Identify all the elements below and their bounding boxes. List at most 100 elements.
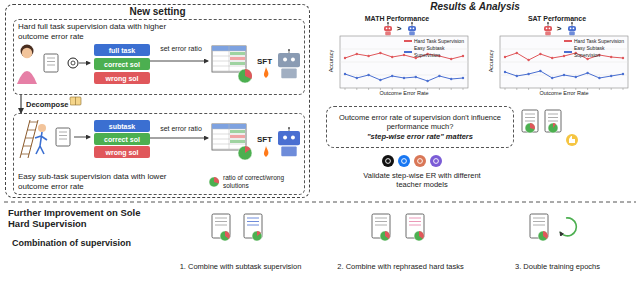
robot-icon (408, 22, 416, 35)
node-text: Easy sub-task supervision data with lowe… (18, 172, 178, 191)
data-point (403, 54, 405, 56)
label-text: set error ratio (152, 45, 210, 52)
pie-correct (252, 231, 262, 241)
data-point (367, 55, 369, 57)
robot-icon (278, 49, 300, 78)
table-col (229, 46, 230, 72)
robot-body (545, 32, 551, 36)
repeat-arrow (560, 218, 576, 236)
data-point (504, 71, 506, 73)
robot-antenna (388, 23, 389, 26)
data-point (379, 79, 381, 81)
axis-tick (427, 88, 428, 90)
document-sheet (522, 110, 538, 132)
pie-correct (380, 231, 390, 241)
data-point (356, 77, 358, 79)
data-point (462, 77, 464, 79)
document-icon (545, 110, 561, 132)
document-line (247, 225, 259, 226)
data-point (539, 53, 541, 55)
axis-tick (439, 88, 440, 90)
robot-eye (389, 28, 391, 30)
data-point (344, 57, 346, 59)
robot-eye (570, 28, 572, 30)
flow-arrow (150, 138, 208, 139)
grid-line (500, 62, 628, 63)
document-sheet (56, 128, 70, 146)
axis-tick (451, 88, 452, 90)
model-logo (430, 155, 442, 167)
data-point (356, 53, 358, 55)
dataset-box: Easy sub-task supervision data with lowe… (13, 113, 305, 195)
data-point (527, 73, 529, 75)
flame-icon (264, 146, 268, 157)
label-text: > (393, 24, 405, 33)
data-point (598, 77, 600, 79)
tag-box: correct sol (94, 58, 150, 70)
axis-tick (356, 88, 357, 90)
person-body (35, 132, 47, 154)
pie-icon (220, 231, 230, 241)
data-point (622, 57, 624, 59)
pie-wrong (214, 177, 219, 184)
pie-wrong (225, 231, 230, 239)
robot-icon (544, 22, 552, 35)
table-frame (212, 124, 246, 150)
data-point (438, 75, 440, 77)
axis-tick (611, 88, 612, 90)
pie-wrong (385, 231, 390, 239)
tag-box: subtask (94, 120, 150, 132)
person-hair (21, 45, 34, 58)
data-line (505, 53, 623, 60)
flow-arrow (79, 63, 90, 64)
axis-tick (599, 88, 600, 90)
data-point (391, 56, 393, 58)
label-text: Results & Analysis (400, 1, 550, 12)
label-text: Accuracy (488, 39, 494, 83)
data-line (345, 74, 463, 81)
legend-pie (208, 176, 220, 188)
robot-icon (384, 22, 392, 35)
flame-icon (264, 67, 268, 78)
node-text: New setting (6, 6, 309, 17)
robot-body (409, 32, 415, 36)
axis-tick (564, 88, 565, 90)
node-text: MATH Performance (322, 15, 472, 22)
document-line (247, 218, 259, 219)
document-sheet (545, 110, 561, 132)
robot-eye (546, 28, 548, 30)
axis-tick (540, 88, 541, 90)
axis-tick (505, 88, 506, 90)
label-text: 1. Combine with subtask supervision (163, 262, 318, 271)
data-point (426, 80, 428, 82)
axis-tick (380, 88, 381, 90)
data-point (610, 75, 612, 77)
robot-head (568, 26, 576, 31)
document-line (548, 121, 558, 122)
model-logo-mark (434, 159, 439, 164)
axis-tick (415, 88, 416, 90)
robot-eye (573, 28, 575, 30)
pie-wrong (245, 69, 252, 79)
node-text: full task (109, 47, 135, 54)
thumbs-icon (566, 134, 578, 146)
label-text: Outcome Error Rate (359, 90, 449, 96)
document-line (47, 58, 55, 59)
document-line (525, 117, 535, 118)
pie-correct (220, 231, 230, 241)
label-text: 2. Combine with rephrased hard tasks (323, 262, 478, 271)
legend-item: Hard Task Supervision (404, 38, 472, 45)
connector-arrow (20, 95, 21, 113)
robot-eye (283, 58, 287, 62)
legend-text: Hard Task Supervision (574, 38, 632, 45)
robot-antenna (572, 23, 573, 26)
robot-antenna (412, 23, 413, 26)
legend-swatch (564, 40, 572, 42)
table-cell (230, 52, 245, 55)
document-line (47, 61, 55, 62)
data-line (345, 53, 463, 59)
robot-eye (413, 28, 415, 30)
document-line (533, 221, 545, 222)
book-spine (75, 97, 76, 105)
document-sheet (44, 54, 58, 72)
